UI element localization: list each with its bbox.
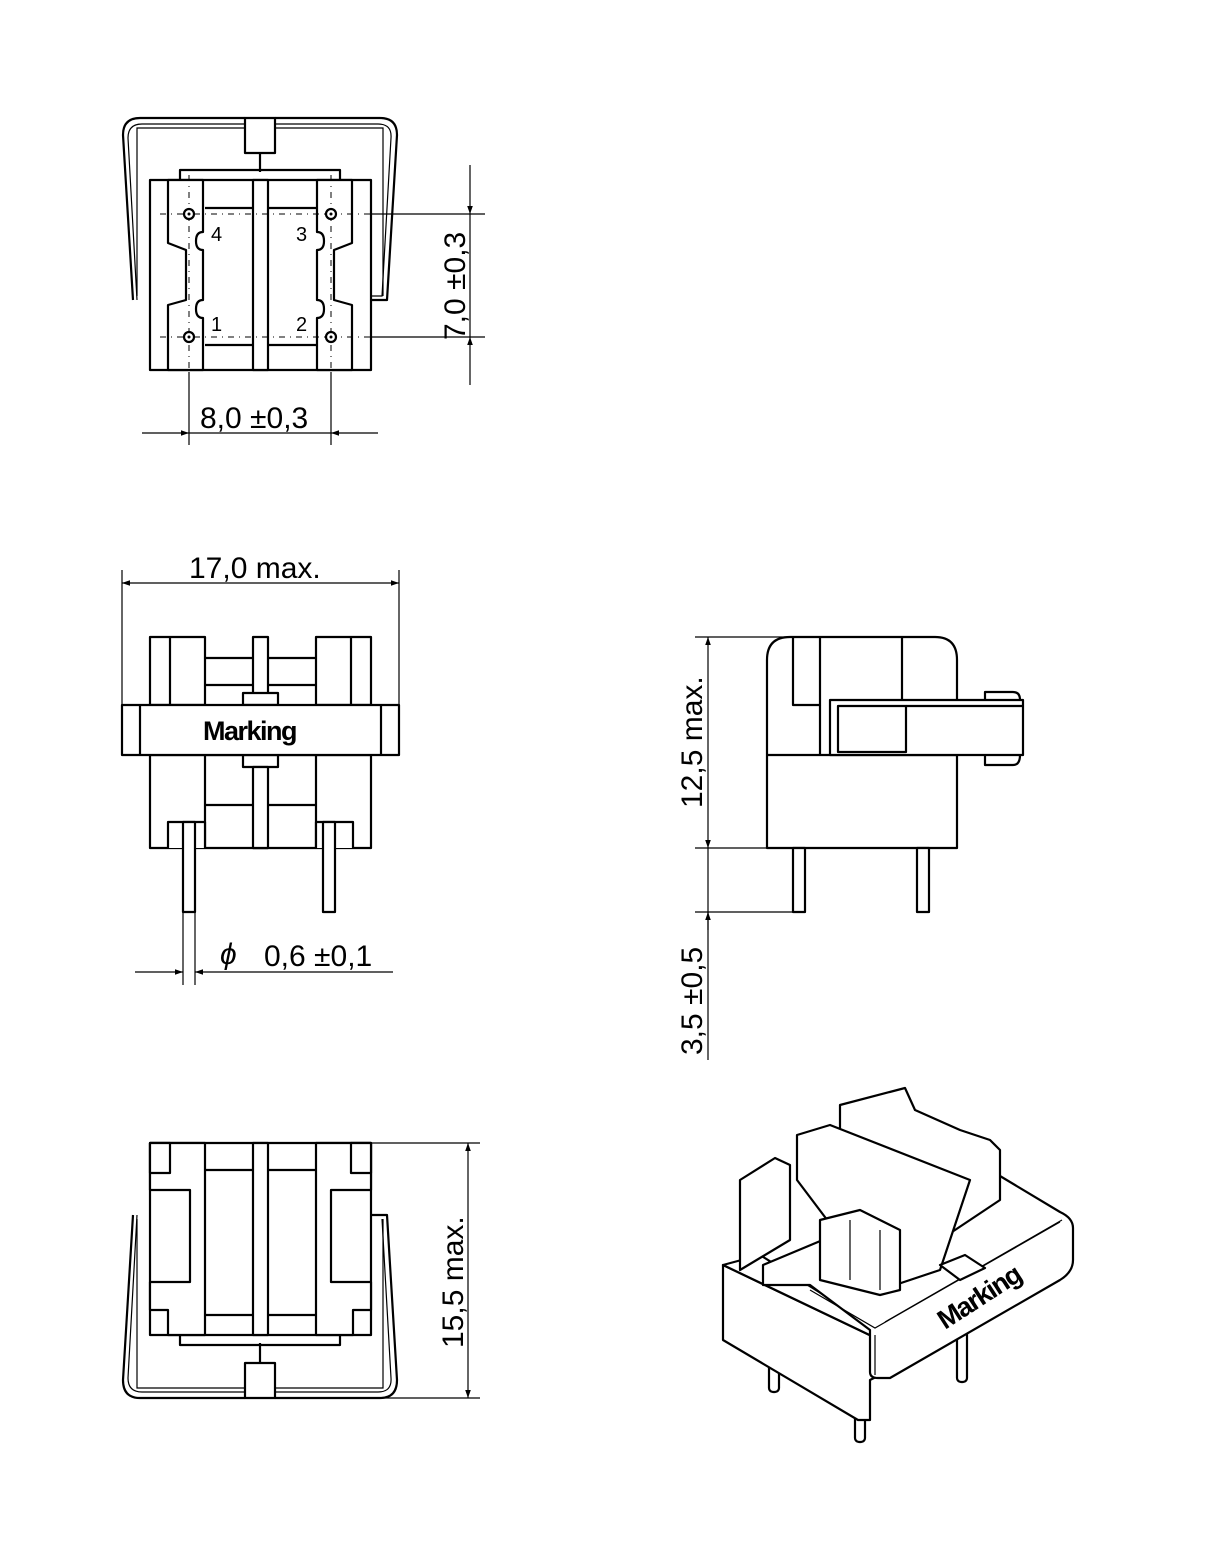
pin-label-1: 1 — [211, 314, 222, 336]
isometric-view: Marking — [721, 1086, 1075, 1444]
marking-label: Marking — [203, 716, 296, 746]
front-view: 17,0 max. Marking ϕ 0,6 ±0,1 — [120, 552, 401, 985]
pin-label-3: 3 — [296, 224, 307, 246]
dim-height: 12,5 max. — [676, 676, 709, 808]
pin-hole-icons — [182, 207, 338, 344]
dim-depth: 15,5 max. — [437, 1216, 470, 1348]
clip-outer — [121, 116, 399, 302]
dim-pin-pitch-horizontal: 8,0 ±0,3 — [200, 402, 308, 435]
dim-width: 17,0 max. — [189, 552, 321, 585]
center-divider — [251, 1141, 270, 1337]
diameter-symbol: ϕ — [220, 938, 237, 971]
pin-left — [791, 846, 807, 914]
pin-left — [181, 820, 197, 914]
center-divider — [251, 178, 270, 372]
side-view: 12,5 max. 3,5 ±0,5 — [676, 635, 1025, 1060]
clip-tab — [243, 1361, 277, 1400]
clip-band — [120, 703, 401, 757]
clip-tab — [243, 116, 277, 155]
dim-pin-pitch-vertical: 7,0 ±0,3 — [439, 232, 472, 340]
top-view: 4 3 1 2 7,0 ±0,3 8,0 ±0,3 — [121, 116, 485, 445]
pin-carrier-right — [315, 178, 354, 372]
bottom-view: 15,5 max. — [121, 1141, 480, 1400]
dim-pin-diameter: 0,6 ±0,1 — [264, 940, 372, 973]
pin-label-2: 2 — [296, 314, 307, 336]
pin-label-4: 4 — [211, 224, 222, 246]
pin-carrier-left — [166, 178, 205, 372]
pin-right — [321, 820, 337, 914]
dim-pin-length: 3,5 ±0,5 — [676, 947, 709, 1055]
pin-right — [915, 846, 931, 914]
